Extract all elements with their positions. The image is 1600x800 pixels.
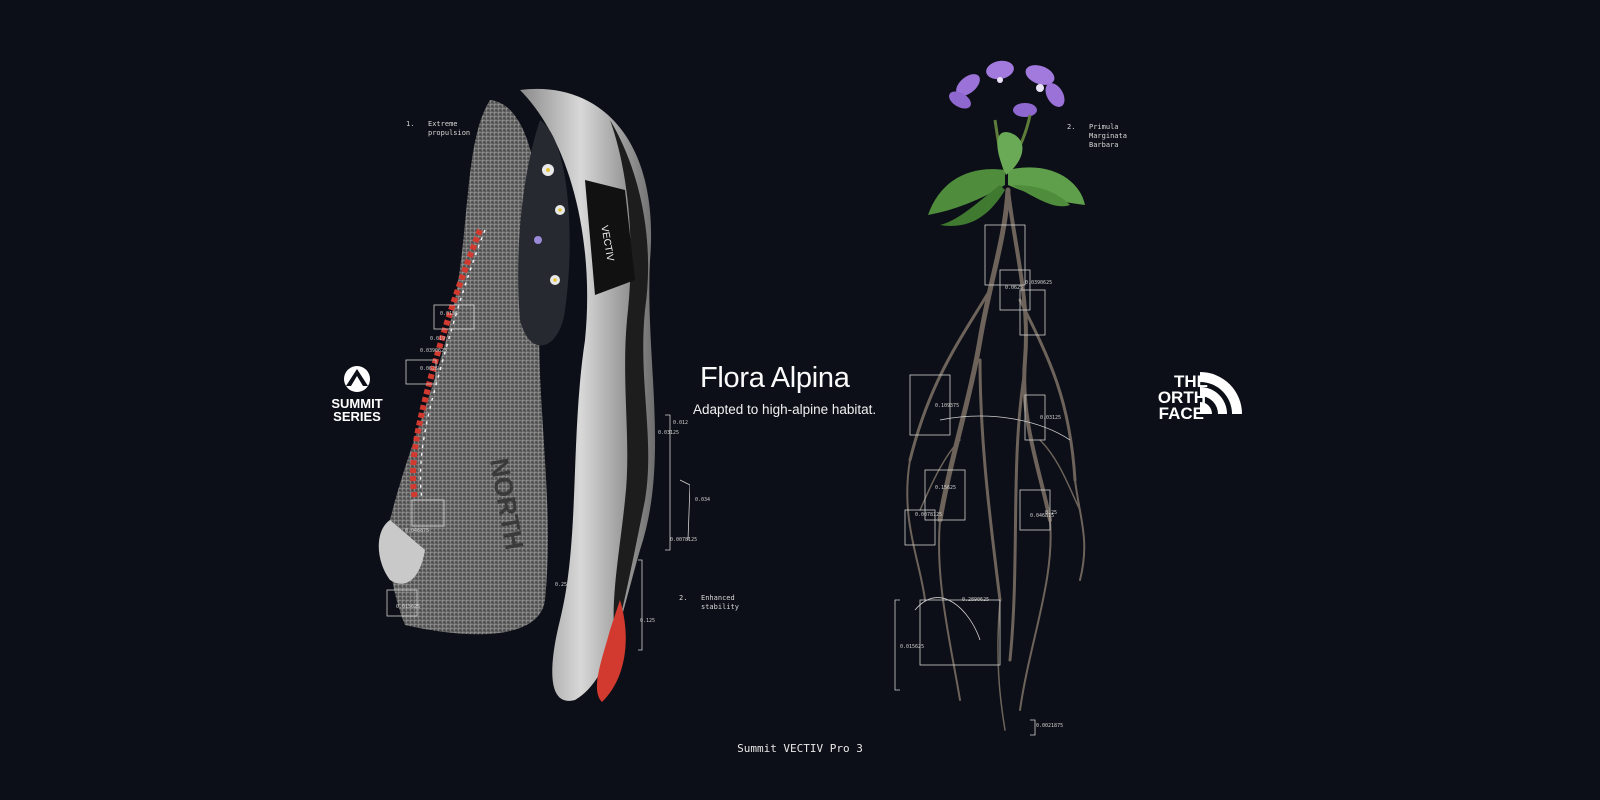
measurement-label: 0.012	[673, 420, 689, 426]
annotation-primula-marginata: 2. Primula Marginata Barbara	[1067, 123, 1127, 149]
measurement-label: 0.2890625	[962, 597, 990, 603]
measurement-label: 0.0021875	[1036, 723, 1064, 729]
measurement-label: 0.046875	[405, 528, 430, 534]
measurement-label: 0.015625	[900, 644, 925, 650]
tnf-wordmark: THE NORTH FACE	[1146, 372, 1242, 423]
headline-title: Flora Alpina	[700, 362, 850, 394]
summit-logo-line1: SUMMIT	[331, 396, 382, 411]
tnf-logo-line1: THE	[1174, 372, 1208, 391]
primula-flowers	[949, 60, 1065, 117]
measurement-label: 0.0625	[1005, 285, 1024, 291]
summit-series-emblem-icon: SUMMIT SERIES	[331, 366, 383, 424]
annotation-enhanced-stability: 2. Enhanced stability	[679, 594, 739, 611]
shoe-floral-panel	[518, 120, 570, 346]
measurement-label: 0.019	[430, 336, 446, 342]
tnf-logo-line3: FACE	[1159, 404, 1204, 423]
measurement-label: 0.25	[555, 582, 568, 588]
annotation-extreme-propulsion: 1. Extreme propulsion	[406, 120, 471, 137]
shoe-black-trim	[610, 120, 649, 640]
measurement-label: 0.0156	[440, 311, 459, 317]
measurement-label: 0.109375	[935, 403, 960, 409]
shoe-laces	[410, 228, 483, 501]
shoe-upper	[388, 100, 548, 635]
measurement-label: 0.0390625	[420, 348, 448, 354]
measurement-label: 0.25	[1045, 510, 1058, 516]
shoe-toe	[378, 520, 425, 584]
tnf-logo-line2: NORTH	[1158, 388, 1206, 407]
measurement-label: 0.015625	[396, 604, 421, 610]
shoe-red-accent	[596, 600, 626, 702]
measurement-label: 0.15625	[935, 485, 957, 491]
summit-logo-line2: SERIES	[333, 409, 381, 424]
measurement-label: 0.03125	[658, 430, 680, 436]
shoe-illustration: VECTIV NORTH	[378, 88, 690, 702]
measurement-label: 0.0390625	[1025, 280, 1053, 286]
primula-plant-illustration	[894, 60, 1086, 736]
measurement-label: 0.125	[640, 618, 656, 624]
the-north-face-logo: THE NORTH FACE	[1146, 372, 1270, 426]
primula-roots	[906, 187, 1086, 731]
product-name: Summit VECTIV Pro 3	[737, 742, 863, 755]
measurement-label: 0.034	[695, 497, 711, 503]
measurement-label: 0.0625	[420, 366, 439, 372]
shoe-heel-logo	[585, 180, 635, 295]
summit-series-logo: SUMMIT SERIES	[327, 364, 399, 428]
primula-leaves	[928, 131, 1085, 226]
headline-subtitle: Adapted to high-alpine habitat.	[693, 402, 877, 417]
half-dome-icon	[1200, 372, 1242, 414]
measurement-label: 0.0078125	[670, 537, 698, 543]
measurement-label: 0.046875	[1030, 513, 1055, 519]
measurement-label: 0.03125	[1040, 415, 1062, 421]
measurement-label: 0.0078125	[915, 512, 943, 518]
